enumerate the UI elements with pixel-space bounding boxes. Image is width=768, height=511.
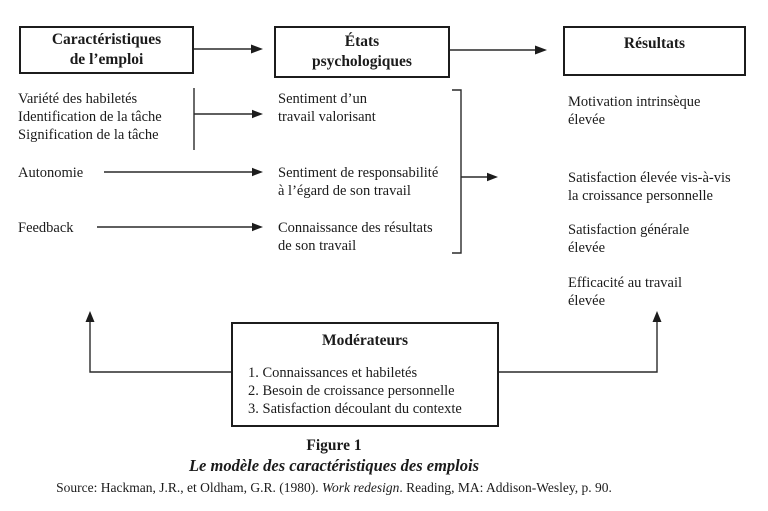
box-psychological-states-line1: États <box>344 33 380 51</box>
box-job-characteristics-line2: de l’emploi <box>69 51 144 68</box>
characteristic-task-identity: Identification de la tâche <box>18 109 162 125</box>
source-line: Source: Hackman, J.R., et Oldham, G.R. (… <box>0 480 668 496</box>
state-meaningfulness-line1: Sentiment d’un <box>278 91 368 107</box>
result-growth-satisfaction: Satisfaction élevée vis-à-vis la croissa… <box>568 169 731 205</box>
characteristic-autonomy: Autonomie <box>18 165 84 181</box>
arrow-feedback-to-state <box>97 222 263 232</box>
arrow-states-to-results <box>450 45 547 55</box>
moderators-title: Modérateurs <box>321 332 409 349</box>
moderator-connector-left <box>85 311 231 373</box>
source-prefix: Source: Hackman, J.R., et Oldham, G.R. (… <box>56 480 322 495</box>
figure-title: Le modèle des caractéristiques des emplo… <box>188 456 480 475</box>
result-growth-satisfaction-line1: Satisfaction élevée vis-à-vis <box>568 170 731 186</box>
state-knowledge-of-results-line1: Connaissance des résultats <box>278 220 433 236</box>
figure-label: Figure 1 <box>306 437 362 454</box>
characteristic-skill-variety: Variété des habiletés <box>18 91 138 107</box>
moderator-knowledge-skill: 1. Connaissances et habiletés <box>248 365 418 381</box>
state-meaningfulness: Sentiment d’un travail valorisant <box>278 90 376 126</box>
result-general-satisfaction-line2: élevée <box>568 240 606 256</box>
moderators-list: 1. Connaissances et habiletés 2. Besoin … <box>233 364 497 418</box>
result-intrinsic-motivation-line1: Motivation intrinsèque <box>568 94 701 110</box>
box-job-characteristics: Caractéristiques de l’emploi <box>19 26 194 74</box>
box-results: Résultats <box>563 26 746 76</box>
state-meaningfulness-line2: travail valorisant <box>278 109 376 125</box>
result-work-effectiveness-line2: élevée <box>568 293 606 309</box>
state-knowledge-of-results: Connaissance des résultats de son travai… <box>278 219 433 255</box>
result-intrinsic-motivation: Motivation intrinsèque élevée <box>568 93 701 129</box>
moderator-connector-right <box>499 311 662 373</box>
state-responsibility-line2: à l’égard de son travail <box>278 183 411 199</box>
source-suffix: . Reading, MA: Addison-Wesley, p. 90. <box>399 480 612 495</box>
core-characteristics-list: Variété des habiletés Identification de … <box>18 90 162 144</box>
box-psychological-states-line2: psychologiques <box>312 53 412 70</box>
result-growth-satisfaction-line2: la croissance personnelle <box>568 188 713 204</box>
result-intrinsic-motivation-line2: élevée <box>568 112 606 128</box>
arrow-characteristics-to-states <box>194 44 263 54</box>
characteristic-feedback: Feedback <box>18 220 74 236</box>
result-general-satisfaction-line1: Satisfaction générale <box>568 222 690 238</box>
result-work-effectiveness: Efficacité au travail élevée <box>568 274 682 310</box>
moderator-growth-need: 2. Besoin de croissance personnelle <box>248 383 455 399</box>
box-moderators: Modérateurs 1. Connaissances et habileté… <box>231 322 499 427</box>
state-responsibility: Sentiment de responsabilité à l’égard de… <box>278 164 438 200</box>
box-results-label: Résultats <box>623 35 686 53</box>
box-job-characteristics-line1: Caractéristiques <box>51 31 162 49</box>
bracket-psychological-states <box>452 89 498 254</box>
state-knowledge-of-results-line2: de son travail <box>278 238 357 254</box>
bracket-core-characteristics <box>193 88 263 150</box>
state-responsibility-line1: Sentiment de responsabilité <box>278 165 439 181</box>
result-general-satisfaction: Satisfaction générale élevée <box>568 221 689 257</box>
arrow-autonomy-to-state <box>104 167 263 177</box>
moderator-context-satisfaction: 3. Satisfaction découlant du contexte <box>248 401 462 417</box>
result-work-effectiveness-line1: Efficacité au travail <box>568 275 683 291</box>
box-psychological-states: États psychologiques <box>274 26 450 78</box>
characteristic-task-significance: Signification de la tâche <box>18 127 159 143</box>
source-work-title: Work redesign <box>321 480 400 495</box>
